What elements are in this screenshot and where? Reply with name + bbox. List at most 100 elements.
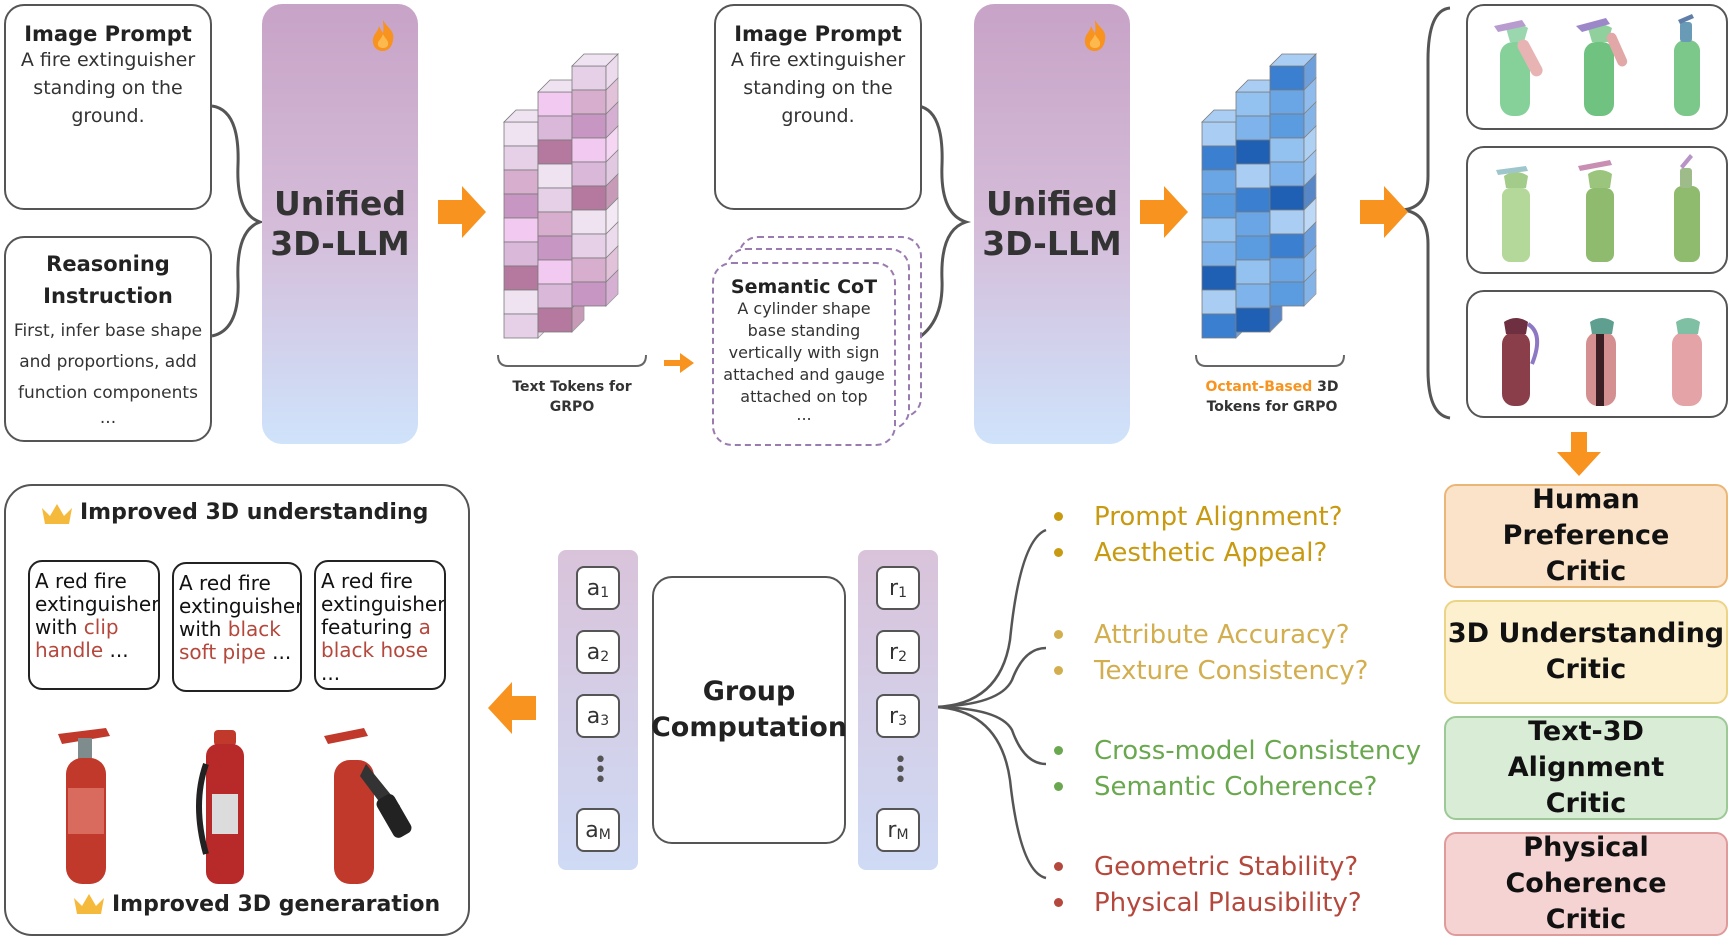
semantic-cot-card: Semantic CoT A cylinder shape base stand… bbox=[712, 262, 896, 446]
flame-icon bbox=[372, 20, 394, 51]
green-extinguisher-2 bbox=[1576, 18, 1628, 116]
lightgreen-extinguisher-2 bbox=[1578, 160, 1614, 262]
octant-token-bracket bbox=[1195, 354, 1345, 367]
octant-token-cube bbox=[1269, 269, 1317, 307]
question-texture-consistency: Texture Consistency? bbox=[1094, 656, 1369, 686]
bullet-dot bbox=[1054, 548, 1063, 557]
generated-extinguishers bbox=[58, 728, 412, 884]
text-token-cube bbox=[571, 53, 619, 91]
text-tokens-label-2: GRPO bbox=[549, 399, 595, 415]
reasoning-title-2: Instruction bbox=[43, 284, 173, 308]
red-extinguisher-2 bbox=[196, 730, 244, 884]
crown-icon bbox=[42, 504, 72, 524]
text-token-cube bbox=[571, 221, 619, 259]
unified-llm-block-2: Unified 3D-LLM bbox=[974, 4, 1130, 444]
text-token-cube bbox=[571, 245, 619, 283]
3d-understanding-critic: 3D Understanding Critic bbox=[1444, 600, 1728, 704]
cot-line-4: attached and gauge bbox=[723, 365, 885, 384]
caption-card-2: A red fire extinguisher with black soft … bbox=[172, 562, 302, 692]
image-prompt-title: Image Prompt bbox=[24, 22, 192, 46]
octant-token-cube bbox=[1269, 197, 1317, 235]
image-prompt-box-2: Image Prompt A fire extinguisher standin… bbox=[714, 4, 922, 210]
question-physical-plausibility: Physical Plausibility? bbox=[1094, 888, 1362, 918]
question-semantic-coherence: Semantic Coherence? bbox=[1094, 772, 1378, 802]
gallery-extinguishers bbox=[1494, 14, 1702, 406]
text-tokens-label: Text Tokens for GRPO bbox=[498, 377, 646, 417]
lightgreen-extinguisher-3 bbox=[1674, 154, 1700, 262]
orange-arrows bbox=[438, 186, 1601, 734]
cot-line-3: vertically with sign bbox=[728, 343, 880, 362]
reasoning-line-4: ... bbox=[99, 408, 117, 428]
pink-extinguisher-1 bbox=[1502, 318, 1540, 406]
octant-tokens-label: Octant-Based 3D Tokens for GRPO bbox=[1190, 377, 1354, 417]
group-computation-label: Group Computation bbox=[650, 676, 848, 743]
group-computation-box: Group Computation bbox=[650, 576, 848, 844]
question-geometric-stability: Geometric Stability? bbox=[1094, 852, 1359, 882]
bullet-dot bbox=[1054, 746, 1063, 755]
octant-token-cube bbox=[1269, 53, 1317, 91]
octant-token-cube bbox=[1269, 221, 1317, 259]
caption-highlight-2: black soft pipe bbox=[179, 617, 281, 664]
crown-icon-2 bbox=[74, 894, 104, 914]
text-token-cube bbox=[571, 269, 619, 307]
text-token-bracket bbox=[497, 354, 647, 367]
physical-coherence-critic: Physical Coherence Critic bbox=[1444, 832, 1728, 936]
human-preference-critic: Human Preference Critic bbox=[1444, 484, 1728, 588]
cot-line-5: attached on top bbox=[740, 387, 868, 406]
cot-title: Semantic CoT bbox=[730, 276, 878, 298]
fan-lines bbox=[934, 528, 1047, 880]
pink-extinguisher-2 bbox=[1586, 318, 1616, 406]
caption-card-1: A red fire extinguisher with clip handle… bbox=[28, 560, 160, 690]
text-tokens-label-1: Text Tokens for bbox=[512, 379, 632, 395]
bullet-dot bbox=[1054, 630, 1063, 639]
pink-extinguisher-3 bbox=[1672, 318, 1702, 406]
red-extinguisher-1 bbox=[58, 728, 110, 884]
image-prompt-2-line-3: ground. bbox=[781, 105, 855, 127]
bullet-dot bbox=[1054, 666, 1063, 675]
green-extinguisher-3 bbox=[1674, 14, 1700, 116]
reasoning-title-1: Reasoning bbox=[46, 252, 170, 276]
green-extinguisher-1 bbox=[1494, 20, 1543, 116]
caption-highlight-1: clip handle bbox=[35, 615, 119, 662]
cot-line-6: ... bbox=[796, 405, 812, 424]
reasoning-line-1: First, infer base shape bbox=[13, 321, 203, 341]
lightgreen-extinguisher-1 bbox=[1496, 166, 1530, 262]
bullet-dot bbox=[1054, 512, 1063, 521]
question-aesthetic-appeal: Aesthetic Appeal? bbox=[1094, 538, 1328, 568]
octant-rest: 3D bbox=[1312, 379, 1339, 395]
reasoning-line-3: function components bbox=[18, 383, 198, 403]
octant-highlight: Octant-Based bbox=[1205, 379, 1313, 395]
caption-highlight-3: a black hose bbox=[321, 615, 431, 662]
image-prompt-line-2: standing on the bbox=[33, 77, 183, 99]
flame-icon-2 bbox=[1084, 20, 1106, 51]
reasoning-instruction-box: Reasoning Instruction First, infer base … bbox=[4, 236, 212, 442]
question-attribute-accuracy: Attribute Accuracy? bbox=[1094, 620, 1350, 650]
cot-line-2: base standing bbox=[747, 321, 861, 340]
unified-llm-block-1: Unified 3D-LLM bbox=[262, 4, 418, 444]
llm-label-2: Unified 3D-LLM bbox=[982, 184, 1122, 263]
text-token-stacks bbox=[503, 53, 619, 339]
image-prompt-2-line-1: A fire extinguisher bbox=[730, 49, 906, 71]
cot-line-1: A cylinder shape bbox=[737, 299, 871, 318]
question-cross-model-consistency: Cross-model Consistency bbox=[1094, 736, 1422, 766]
bullet-dot bbox=[1054, 782, 1063, 791]
reasoning-line-2: and proportions, add bbox=[19, 352, 197, 372]
brace-gallery bbox=[1401, 6, 1451, 420]
image-prompt-title-2: Image Prompt bbox=[734, 22, 902, 46]
red-extinguisher-3 bbox=[324, 728, 412, 884]
vertical-ellipsis-r: ••• bbox=[894, 748, 907, 793]
image-prompt-line-1: A fire extinguisher bbox=[20, 49, 196, 71]
image-prompt-box: Image Prompt A fire extinguisher standin… bbox=[4, 4, 212, 210]
question-prompt-alignment: Prompt Alignment? bbox=[1094, 502, 1343, 532]
octant-token-stacks bbox=[1201, 53, 1317, 339]
image-prompt-line-3: ground. bbox=[71, 105, 145, 127]
understanding-title: Improved 3D understanding bbox=[80, 500, 429, 525]
